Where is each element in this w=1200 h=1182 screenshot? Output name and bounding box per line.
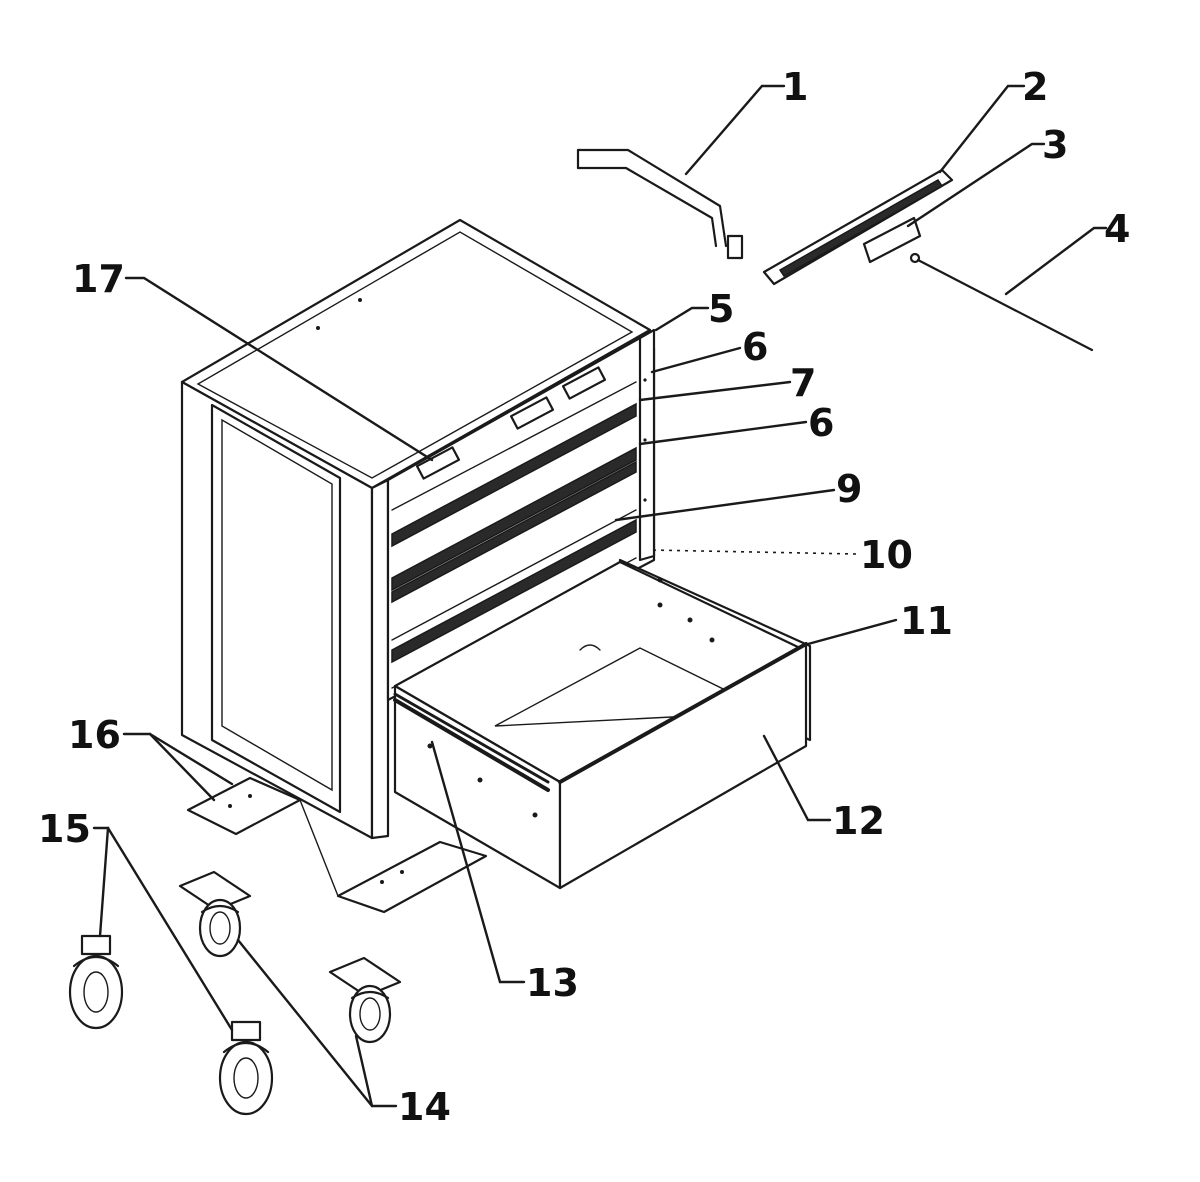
caster-rigid-2 [218,1020,274,1116]
drawer-rails [391,366,637,689]
leader-lines [92,84,1108,1108]
drawer-rail-3 [391,460,637,604]
drawer-rail-1 [391,402,637,548]
callout-9: 9 [836,467,862,511]
callout-12: 12 [832,799,885,843]
caster-rigid-1 [68,934,124,1030]
callout-7: 7 [790,361,816,405]
callout-labels: 1 2 3 4 5 6 7 6 9 10 11 12 13 14 15 16 1… [38,65,1130,1129]
part-rod-4 [909,252,1094,352]
leader-16b [148,732,234,786]
drawer-handle-17 [415,446,461,480]
leader-15a [92,826,110,938]
callout-15: 15 [38,807,91,851]
leader-3 [906,142,1046,228]
part-slide-bracket-3 [862,216,922,264]
leader-12 [762,734,832,822]
callout-14: 14 [398,1085,451,1129]
leader-10 [649,549,857,555]
callout-4: 4 [1104,207,1130,251]
leader-1 [684,84,786,176]
bottom-drawer [393,558,812,890]
drawer-rail-2 [391,446,637,592]
cabinet-front-post [370,478,390,840]
cabinet-top-inner [196,231,634,479]
leader-6b [638,420,808,446]
leader-13 [430,740,526,984]
callout-6a: 6 [742,325,768,369]
callout-2: 2 [1022,65,1048,109]
callout-1: 1 [782,65,808,109]
caster-swivel-1 [178,870,252,958]
base-plate-rear [336,840,488,914]
leader-15b [106,826,234,1032]
callout-10: 10 [860,533,913,577]
leader-11 [806,618,898,646]
leader-5 [654,306,710,332]
leader-2 [938,84,1026,174]
callout-6b: 6 [808,401,834,445]
leader-9 [614,488,836,522]
cabinet-left-side-recess [210,403,342,814]
part-bracket-1 [576,148,744,260]
callout-5: 5 [708,287,734,331]
base-plates [186,776,488,914]
leader-7 [638,380,792,402]
callout-17: 17 [72,257,125,301]
drawer-rail-4 [391,518,637,664]
leader-6a [650,346,742,374]
callout-11: 11 [900,599,953,643]
callout-16: 16 [68,713,121,757]
leader-17 [124,276,434,462]
caster-swivel-2 [328,956,402,1044]
part-drawer-slide-2 [762,168,954,286]
leader-14b [354,1034,374,1108]
callout-3: 3 [1042,123,1068,167]
leader-4 [1004,226,1108,296]
callout-13: 13 [526,961,579,1005]
